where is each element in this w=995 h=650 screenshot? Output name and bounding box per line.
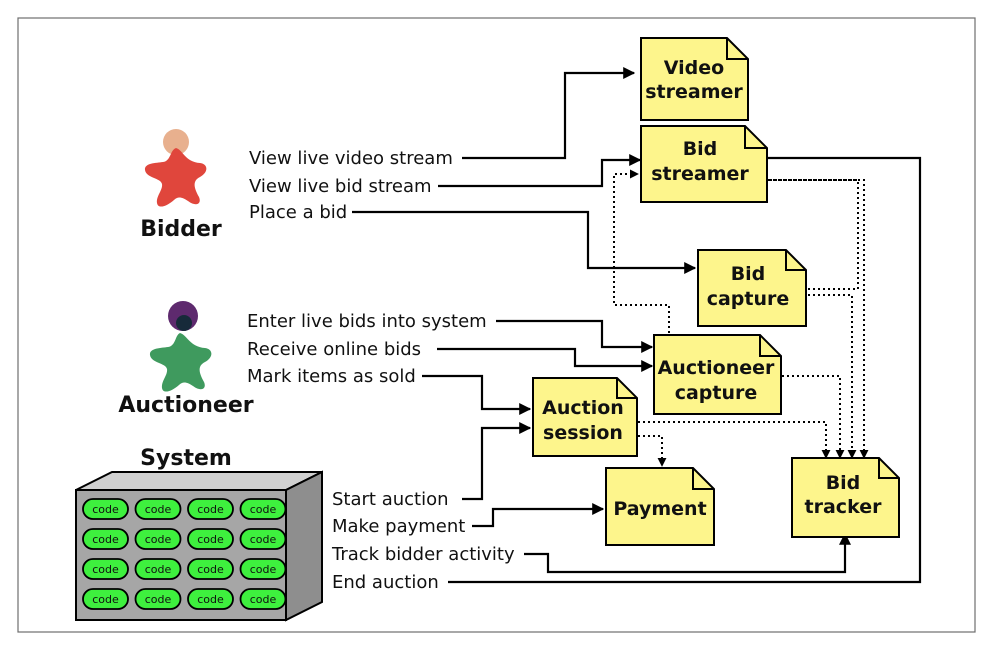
node-bid-capture-line2: capture	[707, 288, 790, 310]
code-pill	[134, 588, 182, 610]
action-enter-bids: Enter live bids into system	[247, 311, 487, 332]
action-track-activity: Track bidder activity	[331, 544, 515, 565]
edge-end-auction	[448, 156, 922, 584]
system-code-grid: code code code code code code code code code code…	[82, 498, 287, 610]
edge-enter-bids	[496, 319, 654, 353]
code-pill	[82, 588, 129, 610]
bidder-icon	[144, 129, 207, 207]
node-auctioneer-capture-line2: capture	[675, 382, 758, 404]
code-pill	[82, 498, 129, 520]
node-bid-streamer-line1: Bid	[683, 138, 718, 160]
node-payment-label: Payment	[613, 498, 706, 520]
code-pill-label: code	[250, 533, 277, 546]
code-pill-label: code	[197, 503, 224, 516]
connections	[352, 67, 922, 584]
code-pill-label: code	[145, 503, 172, 516]
node-video-streamer-line1: Video	[664, 57, 724, 79]
node-auctioneer-capture: Auctioneer capture	[653, 334, 782, 415]
code-pill-label: code	[92, 533, 119, 546]
node-video-streamer: Video streamer	[640, 37, 749, 121]
node-auctioneer-capture-line1: Auctioneer	[658, 357, 775, 379]
code-pill-label: code	[145, 563, 172, 576]
action-receive-online: Receive online bids	[247, 339, 421, 360]
node-payment: Payment	[605, 467, 715, 546]
node-bid-capture: Bid capture	[697, 249, 807, 327]
code-pill	[239, 558, 287, 580]
action-view-bid: View live bid stream	[249, 176, 432, 197]
edge-place-bid	[352, 210, 697, 274]
code-pill-label: code	[92, 563, 119, 576]
node-auction-session-line1: Auction	[542, 397, 624, 419]
code-pill-label: code	[92, 503, 119, 516]
code-pill	[239, 528, 287, 550]
edge-session-to-tracker	[638, 421, 831, 459]
code-pill	[239, 498, 287, 520]
bidder-label: Bidder	[140, 217, 222, 242]
code-pill-label: code	[197, 533, 224, 546]
edge-receive-online	[437, 347, 654, 372]
node-bid-capture-line1: Bid	[731, 263, 766, 285]
code-pill	[187, 498, 234, 520]
code-pill	[187, 528, 234, 550]
code-pill-label: code	[145, 593, 172, 606]
edge-start-auction	[462, 422, 532, 501]
code-pill-label: code	[92, 593, 119, 606]
code-pill	[82, 558, 129, 580]
code-pill	[134, 528, 182, 550]
edge-make-payment	[472, 503, 605, 528]
action-start-auction: Start auction	[332, 489, 449, 510]
code-pill	[239, 588, 287, 610]
action-view-video: View live video stream	[249, 148, 453, 169]
code-pill-label: code	[250, 593, 277, 606]
code-pill	[187, 588, 234, 610]
code-pill-label: code	[145, 533, 172, 546]
code-pill	[187, 558, 234, 580]
edge-mark-sold	[422, 374, 532, 415]
edge-view-video	[462, 67, 636, 160]
code-pill	[134, 498, 182, 520]
code-pill-label: code	[250, 563, 277, 576]
node-bid-tracker-line2: tracker	[805, 496, 883, 518]
action-make-payment: Make payment	[332, 516, 465, 537]
code-pill-label: code	[250, 503, 277, 516]
edge-capture-to-streamer-left	[613, 169, 670, 333]
node-auction-session: Auction session	[532, 377, 638, 457]
node-bid-tracker-line1: Bid	[826, 472, 861, 494]
edge-view-bid	[438, 154, 642, 188]
code-pill	[134, 558, 182, 580]
action-place-bid: Place a bid	[249, 202, 347, 223]
node-bid-tracker: Bid tracker	[791, 457, 900, 538]
node-bid-streamer-line2: streamer	[651, 163, 749, 185]
code-pill-label: code	[197, 563, 224, 576]
edge-capture-to-streamer-right	[749, 175, 859, 290]
action-mark-sold: Mark items as sold	[247, 366, 416, 387]
auctioneer-label: Auctioneer	[118, 393, 253, 418]
auctioneer-icon	[149, 301, 212, 392]
code-pill-label: code	[197, 593, 224, 606]
node-bid-streamer: Bid streamer	[640, 125, 768, 203]
edge-streamer-to-tracker	[768, 179, 869, 459]
code-pill	[82, 528, 129, 550]
node-video-streamer-line2: streamer	[645, 81, 743, 103]
system-label: System	[140, 446, 232, 471]
edge-track-activity	[524, 532, 851, 574]
node-auction-session-line2: session	[543, 422, 623, 444]
action-end-auction: End auction	[332, 572, 439, 593]
